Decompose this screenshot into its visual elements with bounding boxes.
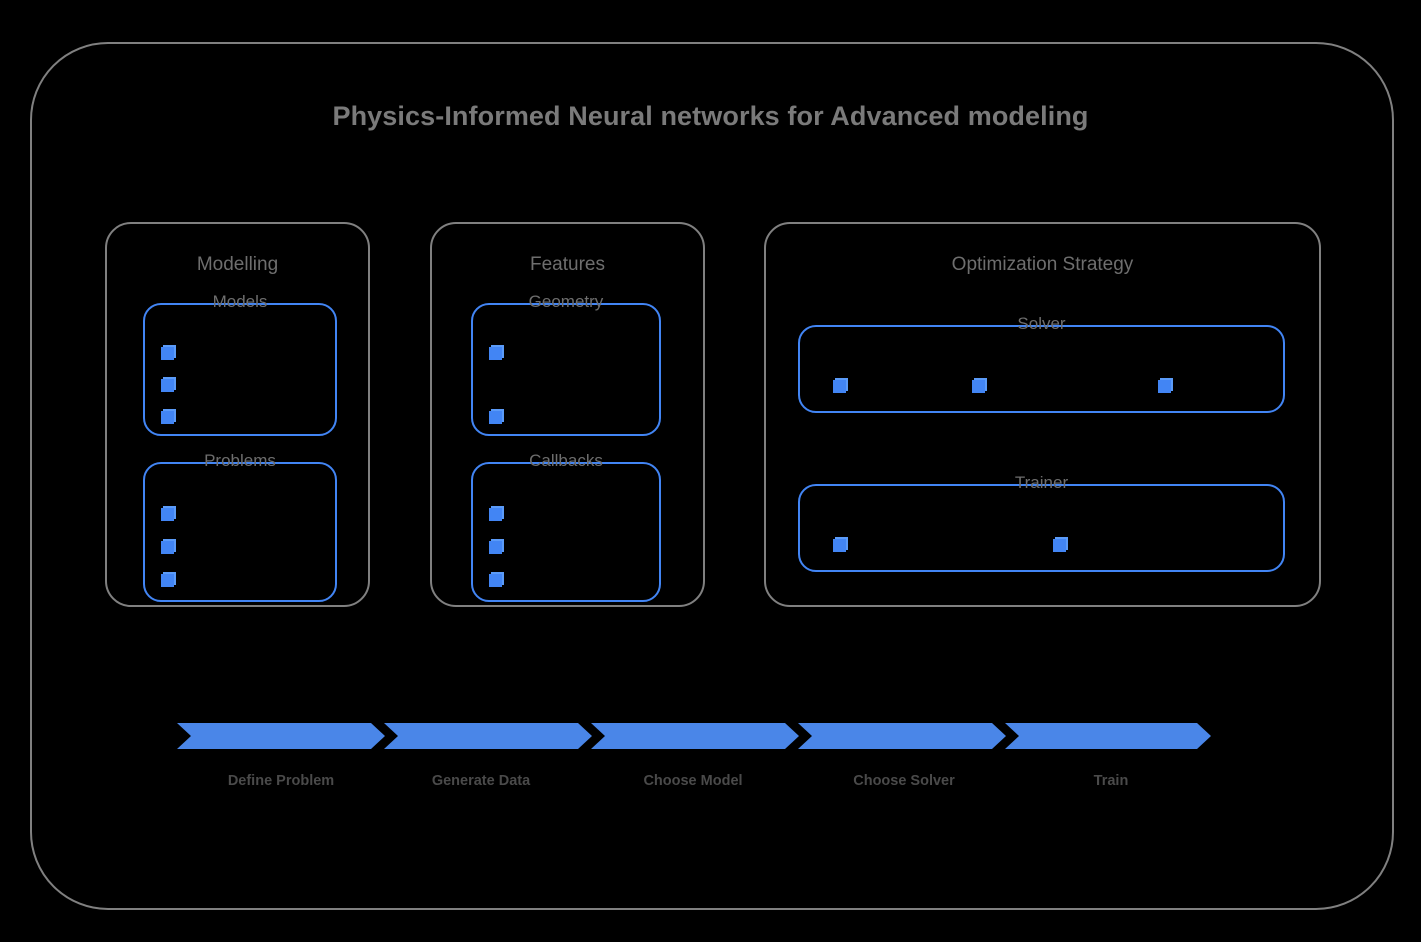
box-problems-title: Problems bbox=[204, 451, 276, 470]
item-cube-icon bbox=[489, 574, 502, 587]
panel-modelling: Modelling bbox=[105, 222, 370, 607]
box-models[interactable]: Models bbox=[143, 292, 337, 436]
item-cube-icon bbox=[489, 411, 502, 424]
item-cube-icon bbox=[161, 379, 174, 392]
item-cube-icon bbox=[1158, 380, 1171, 393]
box-trainer-title: Trainer bbox=[1014, 473, 1069, 492]
box-models-title: Models bbox=[212, 292, 268, 311]
panel-optimization-strategy: Optimization Strategy bbox=[764, 222, 1321, 607]
item-cube-icon bbox=[161, 347, 174, 360]
item-cube-icon bbox=[489, 508, 502, 521]
box-callbacks[interactable]: Callbacks bbox=[471, 451, 661, 602]
item-cube-icon bbox=[972, 380, 985, 393]
panel-features: Features bbox=[430, 222, 705, 607]
item-cube-icon bbox=[161, 411, 174, 424]
pipeline-label-1: Define Problem bbox=[227, 773, 335, 789]
pipeline-label-2: Generate Data bbox=[431, 773, 531, 789]
outer-frame bbox=[30, 42, 1394, 910]
box-geometry[interactable]: Geometry bbox=[471, 292, 661, 436]
box-callbacks-title: Callbacks bbox=[529, 451, 603, 470]
page-title: Physics-Informed Neural networks for Adv… bbox=[332, 101, 1089, 131]
item-cube-icon bbox=[833, 380, 846, 393]
box-problems[interactable]: Problems bbox=[143, 451, 337, 602]
box-solver-title: Solver bbox=[1017, 314, 1066, 333]
item-cube-icon bbox=[161, 508, 174, 521]
item-cube-icon bbox=[489, 541, 502, 554]
panel-features-title: Features bbox=[530, 254, 605, 275]
panel-modelling-title: Modelling bbox=[196, 254, 279, 275]
pipeline-label-4: Choose Solver bbox=[853, 773, 955, 789]
box-trainer[interactable]: Trainer bbox=[798, 473, 1285, 572]
item-cube-icon bbox=[833, 539, 846, 552]
box-geometry-title: Geometry bbox=[528, 292, 604, 311]
panel-optimization-strategy-title: Optimization Strategy bbox=[951, 254, 1134, 275]
item-cube-icon bbox=[489, 347, 502, 360]
item-cube-icon bbox=[161, 574, 174, 587]
item-cube-icon bbox=[1053, 539, 1066, 552]
item-cube-icon bbox=[161, 541, 174, 554]
pipeline-label-5: Train bbox=[1093, 773, 1129, 789]
box-solver[interactable]: Solver bbox=[798, 314, 1285, 413]
pipeline-label-3: Choose Model bbox=[643, 773, 743, 789]
